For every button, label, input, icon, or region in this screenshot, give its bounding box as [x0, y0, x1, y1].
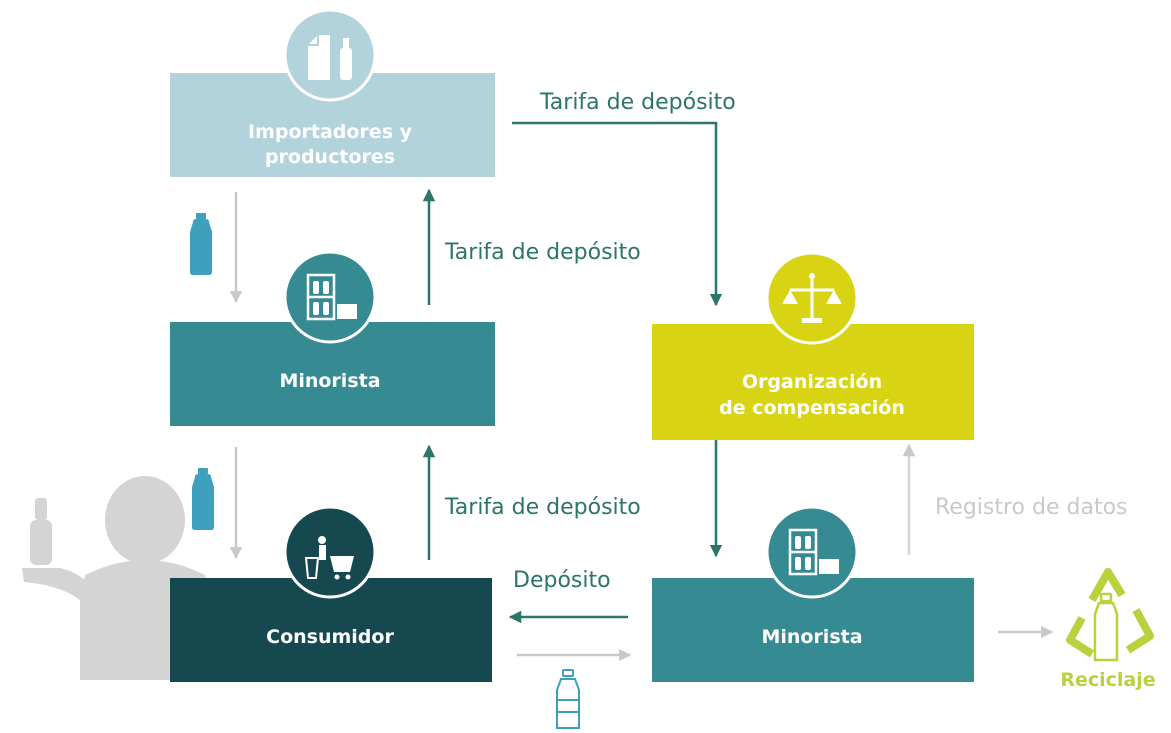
importers-label-line2: productores	[265, 146, 395, 168]
empty-bottle-icon	[556, 669, 580, 729]
edge-label-importers-to-clearing: Tarifa de depósito	[539, 90, 736, 115]
fee-arrow-importers-to-clearing	[512, 121, 723, 307]
scales-icon	[765, 251, 859, 345]
bottle-icon	[192, 468, 214, 530]
edge-label-retailer-to-consumer: Depósito	[513, 568, 611, 593]
shelf-with-bottles-icon-bottom	[765, 505, 859, 599]
clearing-label-line1: Organización	[742, 371, 882, 393]
recycle-bottle-icon	[1066, 568, 1154, 662]
edge-label-data-registry: Registro de datos	[935, 495, 1128, 520]
consumer-label: Consumidor	[266, 626, 394, 648]
carton-and-bottle-icon	[283, 8, 377, 102]
bottle-icon	[190, 213, 212, 275]
edge-label-consumer-to-retailer: Tarifa de depósito	[444, 495, 641, 520]
retailer-bottom-label: Minorista	[761, 626, 862, 648]
retailer-top-label: Minorista	[279, 370, 380, 392]
shelf-with-bottles-icon	[283, 250, 377, 344]
shopper-with-cart-icon	[283, 505, 377, 599]
recycling-label: Reciclaje	[1060, 669, 1155, 691]
edge-label-retailer-to-importers: Tarifa de depósito	[444, 240, 641, 265]
clearing-label-line2: de compensación	[719, 397, 905, 419]
importers-label-line1: Importadores y	[248, 121, 413, 143]
